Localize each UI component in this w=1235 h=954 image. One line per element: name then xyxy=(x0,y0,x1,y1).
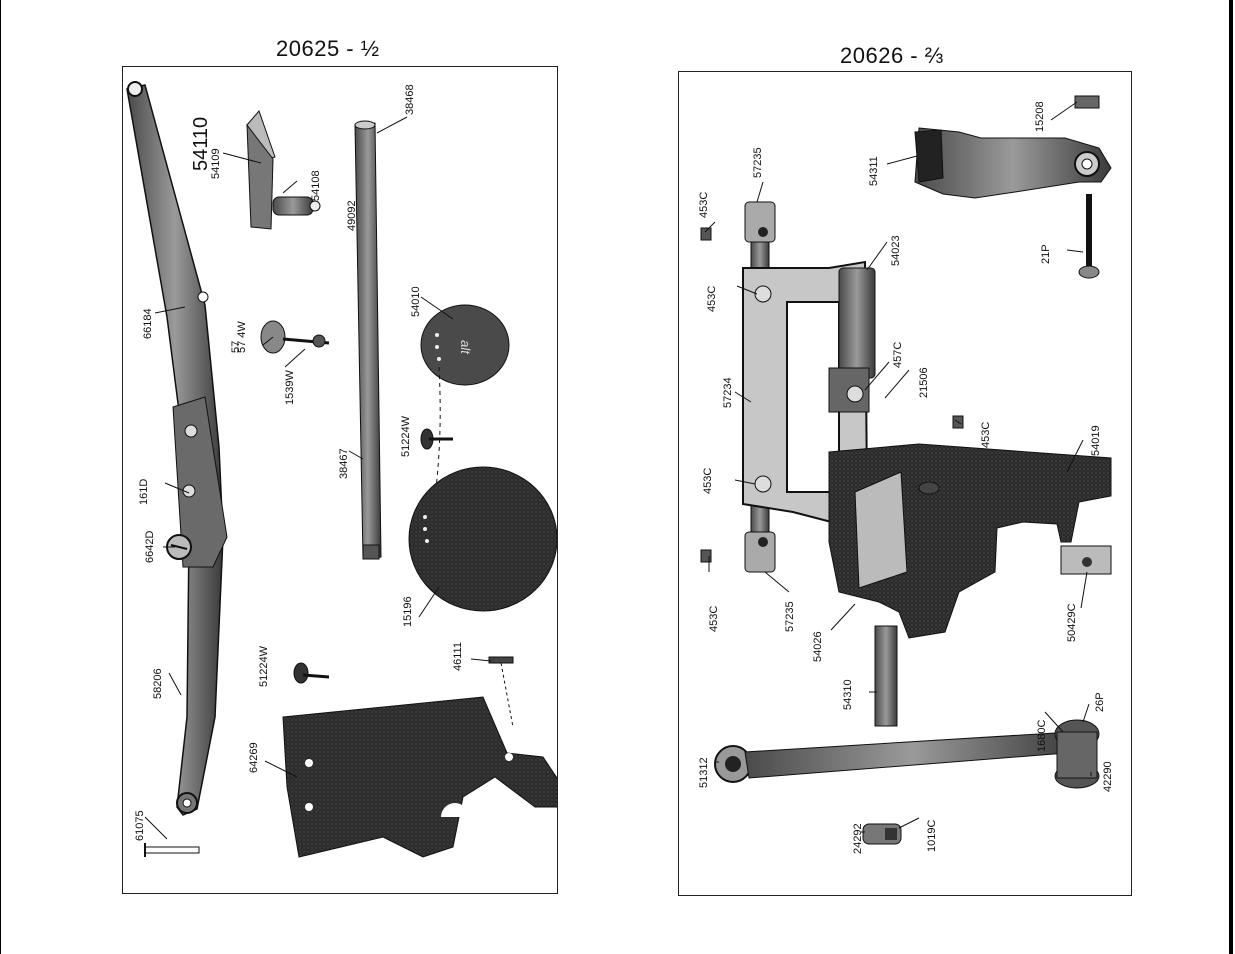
collar-part xyxy=(862,823,902,845)
lever-arm-part xyxy=(126,81,228,816)
knob-screw-lower-part xyxy=(293,662,330,684)
callout-label: 64269 xyxy=(248,742,260,773)
callout-label: 161D xyxy=(138,479,150,505)
callout-label: 1680C xyxy=(1036,720,1048,752)
left-plate: alt xyxy=(122,66,558,894)
callout-label: 1539W xyxy=(284,370,296,405)
callout-label: 54019 xyxy=(1090,425,1102,456)
callout-label: 1019C xyxy=(926,820,938,852)
right-edge-rule xyxy=(1229,0,1233,954)
left-plate-title: 20625 - ½ xyxy=(276,36,380,61)
callout-label: 457C xyxy=(892,342,904,368)
right-plate-illustration: 15208 54311 453C 57235 54023 21P 453C 457C 57234… xyxy=(698,95,1114,854)
callout-label: 49092 xyxy=(346,200,358,231)
callout-label: 453C xyxy=(702,468,714,494)
plate-part xyxy=(282,696,557,858)
callout-label: 6642D xyxy=(144,531,156,563)
callout-label: 21P xyxy=(1040,244,1052,264)
callout-label: 57235 xyxy=(784,601,796,632)
leader-lines xyxy=(144,116,492,840)
callout-label: 54026 xyxy=(812,631,824,662)
leader-lines xyxy=(704,101,1092,833)
right-plate-title: 20626 - ⅔ xyxy=(840,43,944,68)
callout-label: 38468 xyxy=(404,84,416,115)
callout-label: 54311 xyxy=(868,156,880,186)
pin-part xyxy=(488,656,514,728)
assembly-number-label: 54110 xyxy=(190,117,212,171)
small-block-part xyxy=(1074,95,1100,109)
svg-text:alt: alt xyxy=(458,340,473,355)
callout-label: 46111 xyxy=(452,642,464,671)
callout-label: 54310 xyxy=(842,679,854,710)
callout-label: 57 xyxy=(230,341,242,353)
shaft-part xyxy=(354,120,382,560)
callout-label: 24292 xyxy=(852,823,864,854)
callout-label: 57234 xyxy=(722,377,734,408)
callout-label: 453C xyxy=(698,192,710,218)
large-disc-part xyxy=(408,466,557,612)
callout-label: 15208 xyxy=(1034,101,1046,132)
bracket-part xyxy=(246,110,321,230)
callout-label: 453C xyxy=(706,286,718,312)
lower-arm-part xyxy=(714,719,1100,789)
small-pin-part xyxy=(144,843,200,857)
main-frame-part xyxy=(742,201,1112,727)
callout-label: 61075 xyxy=(134,810,146,841)
presser-foot-part xyxy=(914,127,1112,199)
small-disc-part: alt xyxy=(420,304,510,386)
callout-label: 54108 xyxy=(310,170,322,201)
callout-label: 58206 xyxy=(152,668,164,699)
callout-label: 50429C xyxy=(1066,603,1078,642)
left-plate-illustration: alt xyxy=(126,81,557,858)
thumb-screw-part xyxy=(260,320,330,354)
callout-label: 453C xyxy=(708,606,720,632)
right-plate: 15208 54311 453C 57235 54023 21P 453C 457C 57234… xyxy=(678,71,1132,896)
callout-label: 54023 xyxy=(890,235,902,266)
callout-label: 26P xyxy=(1094,692,1106,712)
knob-screw-part xyxy=(420,428,453,450)
callout-label: 57235 xyxy=(752,147,764,178)
callout-label: 42290 xyxy=(1102,761,1114,792)
callout-label: 66184 xyxy=(142,308,154,339)
callout-label: 15196 xyxy=(402,596,414,627)
callout-label: 51224W xyxy=(258,645,270,687)
callout-label: 57 4W xyxy=(236,321,248,353)
right-callout-labels: 15208 54311 453C 57235 54023 21P 453C 457C 57234… xyxy=(698,101,1114,854)
screw-21p-part xyxy=(1078,194,1100,279)
callout-label: 51312 xyxy=(698,757,710,788)
left-edge-rule xyxy=(0,0,1,954)
callout-label: 54010 xyxy=(410,286,422,317)
callout-label: 453C xyxy=(980,422,992,448)
callout-label: 51224W xyxy=(400,415,412,457)
callout-label: 38467 xyxy=(338,448,350,479)
callout-label: 21506 xyxy=(918,367,930,398)
callout-label: 54109 xyxy=(210,148,222,179)
